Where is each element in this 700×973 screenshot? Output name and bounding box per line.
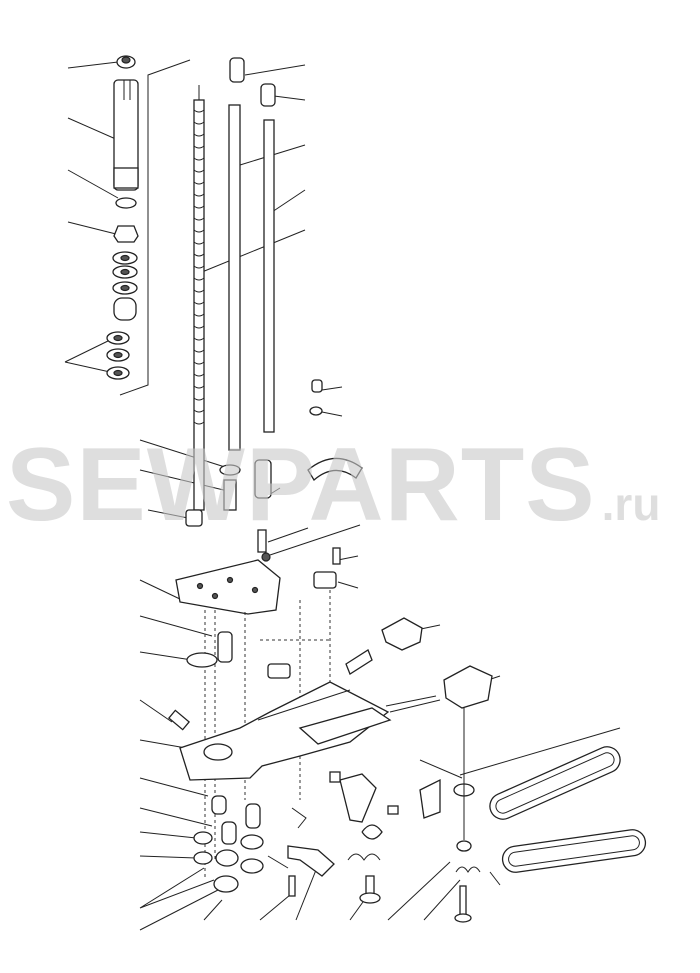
upper-left-part-stack [106,55,191,396]
leader-lines [64,61,621,931]
gear-assembly [167,617,493,731]
main-throat-plate [179,681,392,781]
lower-parts [193,708,481,923]
rack-and-shafts [193,57,276,511]
middle-small-parts [185,379,363,589]
drive-belts [489,746,647,873]
